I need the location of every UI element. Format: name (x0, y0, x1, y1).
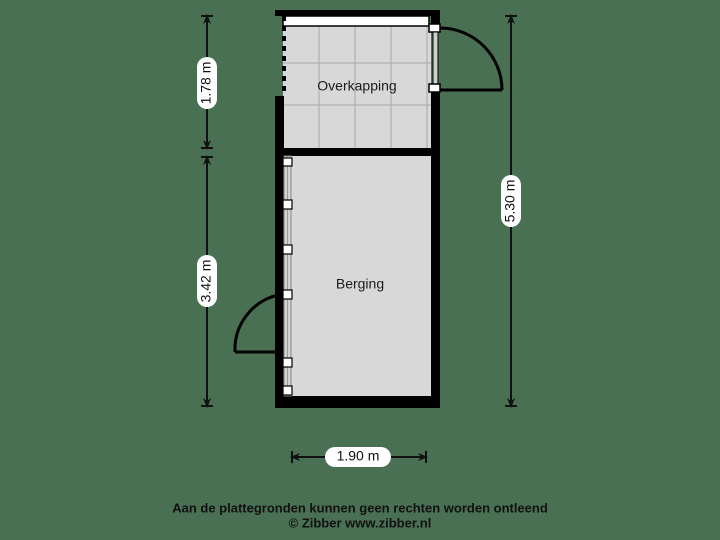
dimension-label-pill (197, 57, 217, 109)
dimension-label-3-42: 3.42 m (198, 260, 214, 303)
dimension-label-pill (325, 447, 391, 467)
room-label-overkapping: Overkapping (317, 78, 396, 94)
panel-joint (282, 385, 293, 396)
window-opening-top (282, 15, 430, 27)
dimension-5-30: 5.30 m (501, 14, 521, 408)
panel-joint (282, 289, 293, 300)
dimension-label-1-90: 1.90 m (337, 448, 380, 464)
dimension-label-pill (501, 175, 521, 227)
dimension-label-pill (197, 255, 217, 307)
wall-bottom-berging (275, 396, 440, 408)
panel-joint (282, 357, 293, 368)
panel-joint (282, 199, 293, 210)
dimension-3-42: 3.42 m (197, 155, 217, 408)
wall-right-berging (431, 156, 440, 404)
door-panel (432, 31, 439, 85)
footer-disclaimer: Aan de plattegronden kunnen geen rechten… (172, 500, 548, 515)
dimension-label-5-30: 5.30 m (502, 180, 518, 223)
wall-left-overkapping (275, 96, 284, 154)
dimension-label-1-78: 1.78 m (198, 62, 214, 105)
overkapping-grid (283, 26, 431, 148)
wall-right-overkapping-bottom (431, 92, 440, 154)
wall-left-berging (275, 156, 284, 404)
dimension-1-90: 1.90 m (290, 447, 428, 467)
door-jamb-top (428, 23, 441, 33)
wall-partition-horizontal (275, 148, 440, 156)
room-label-berging: Berging (336, 276, 384, 292)
room-overkapping (275, 10, 441, 156)
wall-right-overkapping-top (431, 10, 440, 24)
berging-floor (283, 156, 431, 396)
wall-top (275, 10, 435, 16)
door-swing-berging (233, 293, 279, 354)
panel-joint (282, 157, 293, 167)
door-jamb-bottom (428, 83, 441, 93)
door-swing-overkapping (439, 26, 504, 92)
partition-panel-wall (282, 155, 293, 397)
panel-joint (282, 244, 293, 255)
room-berging (275, 155, 440, 408)
dimension-1-78: 1.78 m (197, 14, 217, 150)
footer-copyright: © Zibber www.zibber.nl (289, 515, 432, 530)
overkapping-floor (283, 26, 431, 148)
